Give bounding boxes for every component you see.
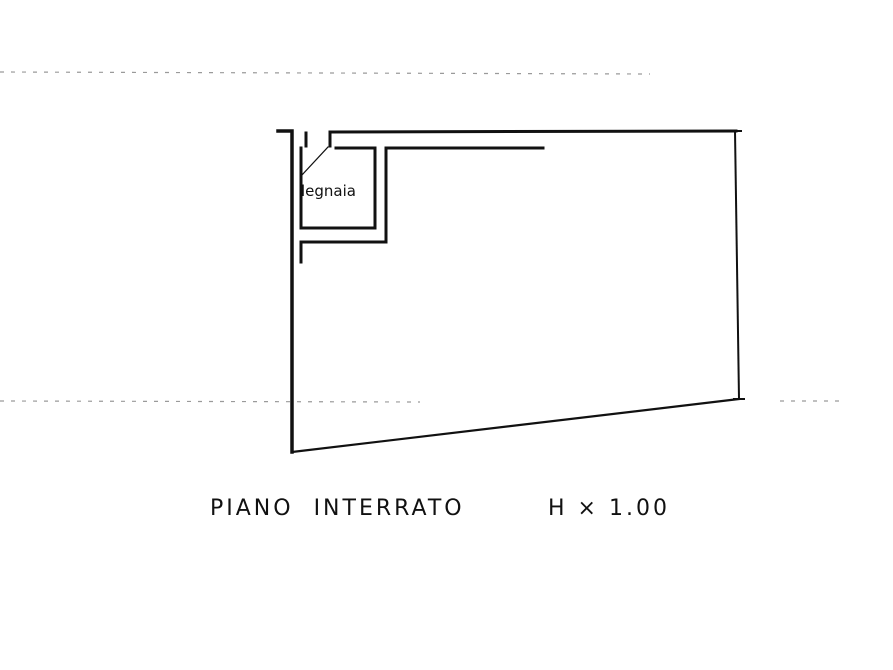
partition-walls xyxy=(299,130,545,264)
wall-inner-right xyxy=(299,146,545,264)
reference-lines xyxy=(0,71,845,403)
reference-line-bottom xyxy=(0,400,421,403)
floor-caption: PIANO INTERRATO H × 1.00 xyxy=(210,496,670,530)
room-label-storage: legnaia xyxy=(301,182,356,200)
wall-left-outer xyxy=(276,129,294,454)
door-swing xyxy=(300,146,329,177)
wall-right xyxy=(733,129,741,401)
perimeter-walls xyxy=(276,129,745,454)
floor-name: PIANO INTERRATO xyxy=(210,496,465,521)
ceiling-height: H × 1.00 xyxy=(548,496,670,521)
reference-line-top xyxy=(0,71,651,75)
wall-inner-left xyxy=(299,146,377,230)
wall-bottom xyxy=(290,397,741,454)
wall-top xyxy=(328,129,738,134)
